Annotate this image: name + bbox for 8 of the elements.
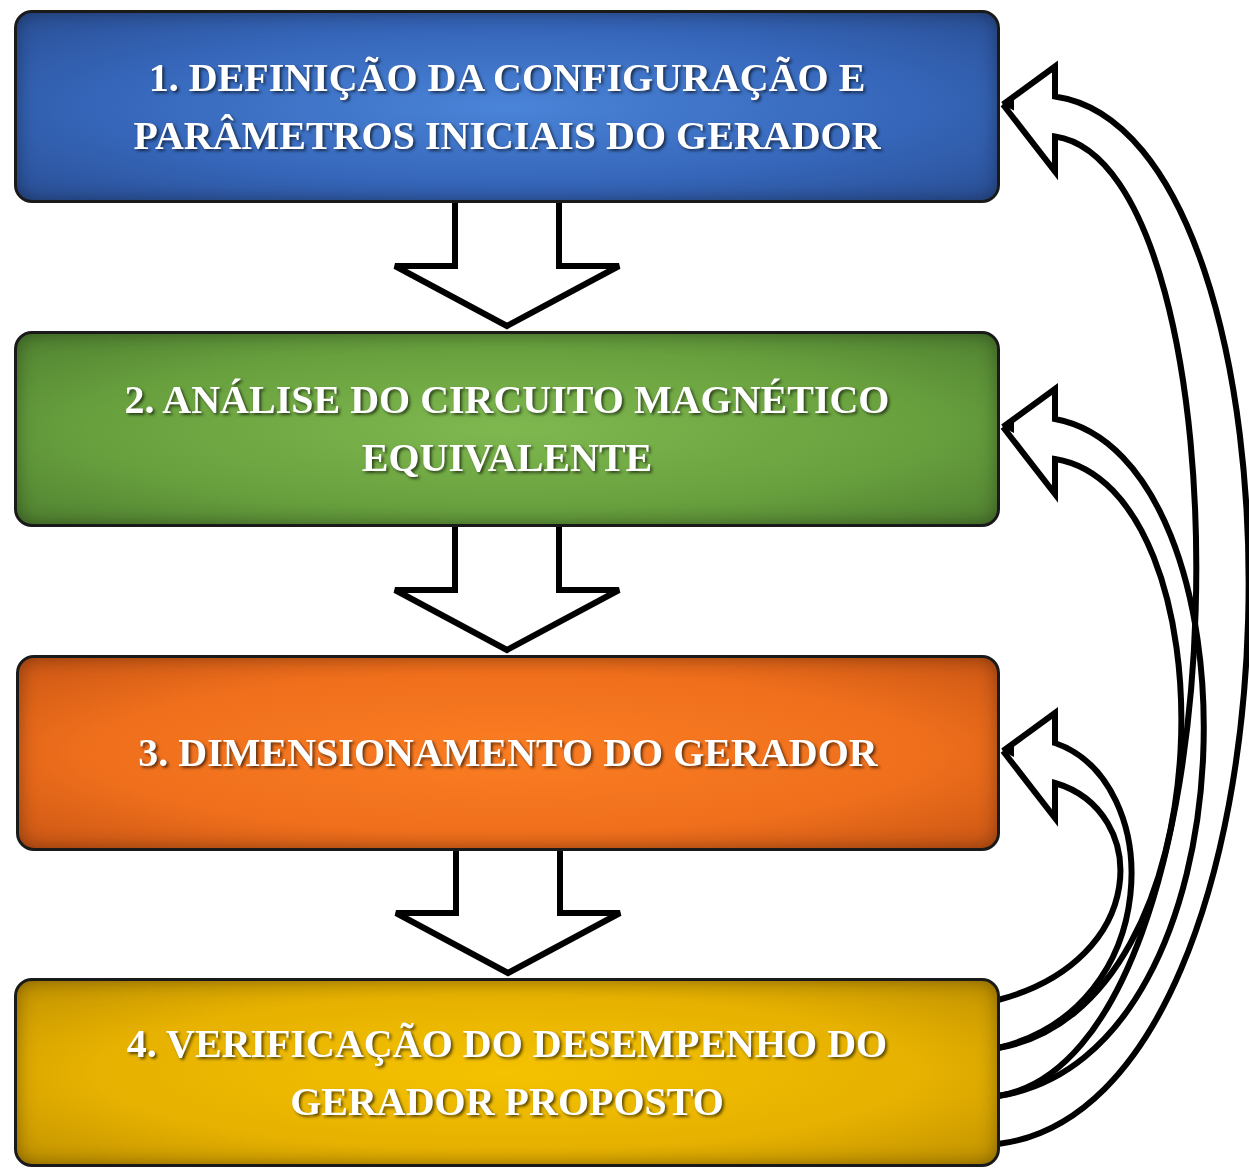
process-box — [14, 10, 1000, 203]
process-box — [16, 655, 1000, 851]
process-box — [14, 331, 1000, 527]
process-box — [14, 978, 1000, 1167]
step-label: 1. DEFINIÇÃO DA CONFIGURAÇÃO E PARÂMETROS INICIAIS DO GERADOR — [132, 53, 882, 160]
step-label: 4. VERIFICAÇÃO DO DESEMPENHO DO GERADOR PROPOSTO — [125, 1019, 889, 1126]
step-label: 3. DIMENSIONAMENTO DO GERADOR — [138, 729, 878, 777]
step-label: 2. ANÁLISE DO CIRCUITO MAGNÉTICO EQUIVALENTE — [123, 376, 891, 482]
